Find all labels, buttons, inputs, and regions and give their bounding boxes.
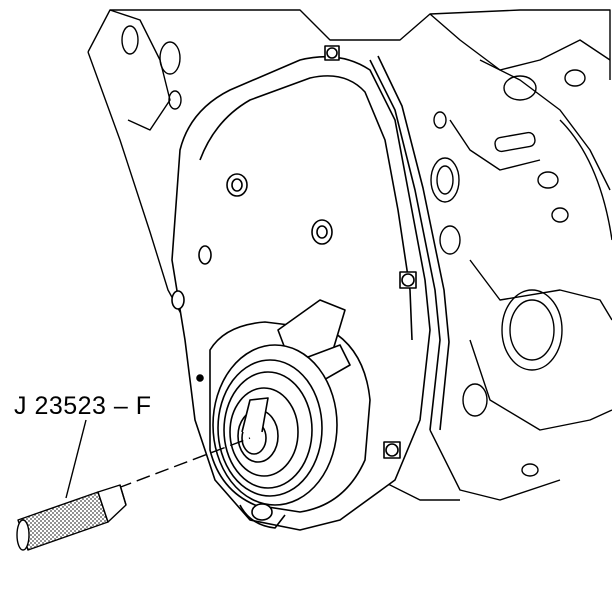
engine-block [87,9,612,501]
alignment-tool [16,419,251,551]
seal-housing [196,299,371,529]
tool-callout-label: J 23523 – F [14,392,152,420]
